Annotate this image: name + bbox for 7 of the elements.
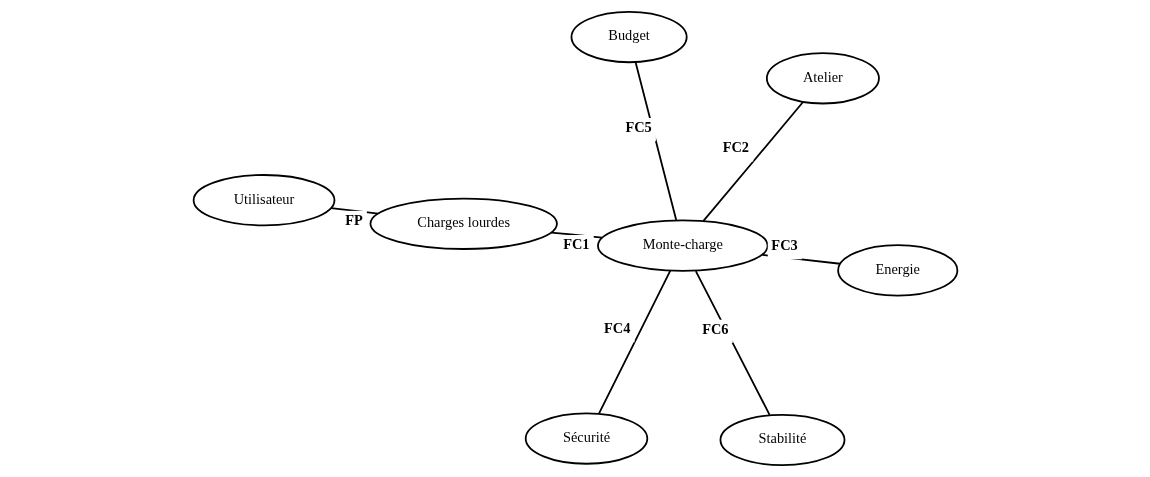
edge-label: FC1: [562, 236, 590, 253]
edge-label: FC4: [603, 320, 630, 337]
edge-label: FC5: [624, 119, 652, 136]
edge-label: FC3: [770, 237, 798, 254]
edge-label: FC6: [701, 320, 729, 337]
edge-label: FC2: [722, 139, 749, 156]
edge-label: FP: [344, 212, 363, 229]
